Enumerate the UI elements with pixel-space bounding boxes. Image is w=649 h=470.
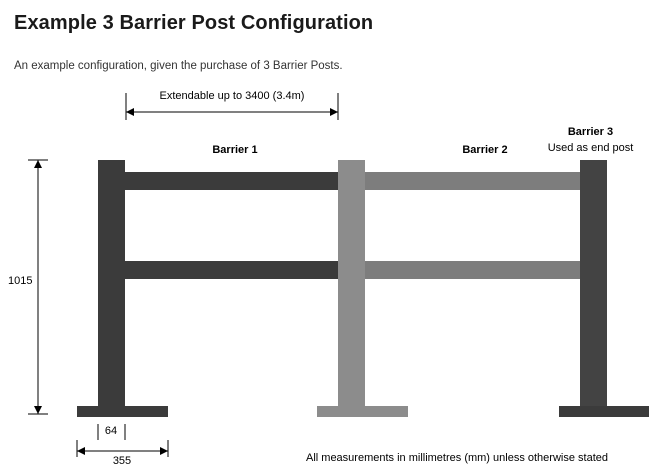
barrier-2-label: Barrier 2 — [462, 144, 508, 156]
barrier-post-2-base — [317, 406, 408, 417]
barrier-1-label: Barrier 1 — [212, 144, 258, 156]
page-title: Example 3 Barrier Post Configuration — [14, 12, 374, 34]
post-width-label: 64 — [104, 425, 118, 437]
barrier-3-sublabel: Used as end post — [547, 142, 634, 154]
barrier-post-2 — [338, 160, 365, 409]
barrier-post-1 — [98, 160, 125, 409]
height-dimension-label: 1015 — [8, 275, 33, 287]
barrier-post-3 — [580, 160, 607, 409]
page-subtitle: An example configuration, given the purc… — [14, 60, 343, 72]
barrier-post-3-base — [559, 406, 649, 417]
extendable-label: Extendable up to 3400 (3.4m) — [159, 90, 305, 102]
base-width-label: 355 — [112, 455, 132, 467]
barrier1-top-rail — [124, 172, 346, 190]
barrier2-bottom-rail — [364, 261, 588, 279]
barrier1-bottom-rail — [124, 261, 346, 279]
measurement-footnote: All measurements in millimetres (mm) unl… — [306, 452, 608, 464]
barrier2-top-rail — [364, 172, 588, 190]
barrier-3-label: Barrier 3 — [567, 126, 614, 138]
barrier-post-1-base — [77, 406, 168, 417]
